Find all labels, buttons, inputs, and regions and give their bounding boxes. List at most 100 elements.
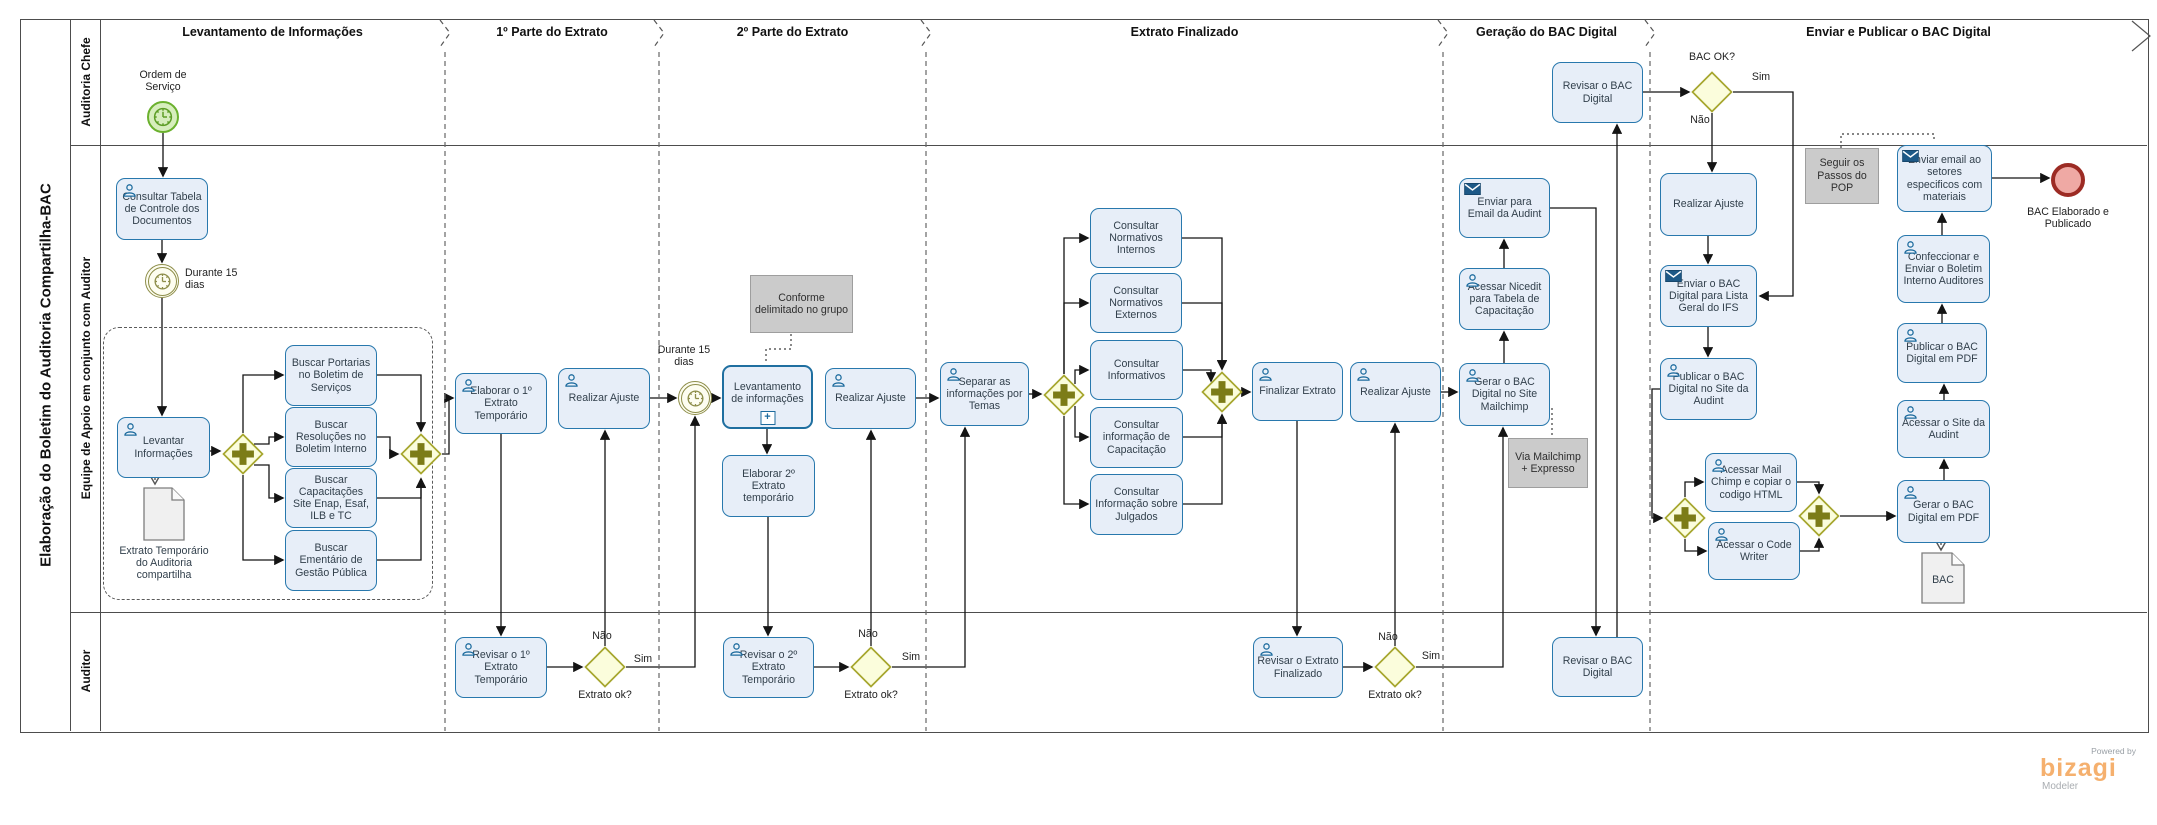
buscar-capacitacoes[interactable]: Buscar Capacitações Site Enap, Esaf, ILB… <box>285 468 377 528</box>
timer-durante-15-dias-2[interactable] <box>678 381 712 415</box>
phase-chevron-icon <box>439 19 451 48</box>
phase-header-enviar-publicar: Enviar e Publicar o BAC Digital <box>1806 25 1991 39</box>
enviar-para-email-audint[interactable]: Enviar para Email da Audint <box>1459 178 1550 238</box>
gateway-parallel-1[interactable] <box>222 433 264 475</box>
user-icon <box>1904 406 1917 419</box>
user-icon <box>1904 241 1917 254</box>
user-icon <box>1260 643 1273 656</box>
acessar-code-writer[interactable]: Acessar o Code Writer <box>1708 522 1800 580</box>
task-label: Acessar Nicedit para Tabela de Capacitaç… <box>1467 280 1542 318</box>
realizar-ajuste-2[interactable]: Realizar Ajuste <box>825 368 916 429</box>
separar-informacoes-temas[interactable]: Separar as informações por Temas <box>940 362 1029 426</box>
gateway-extrato-ok-3[interactable] <box>1374 646 1416 688</box>
bizagi-logo: bizagi <box>2040 754 2117 782</box>
task-label: Separar as informações por Temas <box>946 375 1023 413</box>
task-label: Enviar o BAC Digital para Lista Geral do… <box>1669 277 1748 315</box>
buscar-portarias[interactable]: Buscar Portarias no Boletim de Serviços <box>285 345 377 406</box>
user-icon <box>1715 528 1728 541</box>
confeccionar-enviar-boletim[interactable]: Confeccionar e Enviar o Boletim Interno … <box>1897 235 1990 303</box>
label-ordem-de-servico: Ordem de Serviço <box>139 69 187 94</box>
elaborar-2-extrato-temporario[interactable]: Elaborar 2º Extrato temporário <box>722 455 815 517</box>
levantar-informacoes[interactable]: Levantar Informações <box>117 417 210 478</box>
association-flow <box>1840 133 1935 148</box>
buscar-ementario[interactable]: Buscar Ementário de Gestão Pública <box>285 530 377 591</box>
end-bac-publicado[interactable] <box>2051 163 2085 197</box>
user-icon <box>947 368 960 381</box>
sequence-flow <box>1800 537 1825 552</box>
finalizar-extrato[interactable]: Finalizar Extrato <box>1252 362 1343 421</box>
sequence-flow <box>1063 297 1090 374</box>
label-sim-1: Sim <box>633 653 653 665</box>
task-label: Consultar informação de Capacitação <box>1102 419 1171 456</box>
gateway-parallel-4[interactable] <box>1201 371 1243 413</box>
gateway-bac-ok[interactable] <box>1691 71 1733 113</box>
publicar-bac-site-audint[interactable]: Publicar o BAC Digital no Site da Audint <box>1660 358 1757 420</box>
powered-by-text: Powered by <box>2091 746 2136 756</box>
parallel-gateway-icon <box>1798 495 1840 537</box>
gerar-bac-site-mailchimp[interactable]: Gerar o BAC Digital no Site Mailchimp <box>1459 363 1550 426</box>
enviar-email-setores[interactable]: Enviar email ao setores especificos com … <box>1897 145 1992 212</box>
consultar-normativos-externos[interactable]: Consultar Normativos Externos <box>1090 273 1182 333</box>
sequence-flow <box>1183 413 1228 438</box>
phase-header-levantamento: Levantamento de Informações <box>182 25 363 39</box>
doc-extrato-temporario[interactable]: Extrato Temporário do Auditoria comparti… <box>118 487 210 595</box>
acessar-mailchimp-copiar-html[interactable]: Acessar Mail Chimp e copiar o codigo HTM… <box>1705 453 1797 512</box>
enviar-bac-lista-geral-ifs[interactable]: Enviar o BAC Digital para Lista Geral do… <box>1660 265 1757 327</box>
revisar-bac-digital-auditor[interactable]: Revisar o BAC Digital <box>1552 637 1643 697</box>
consultar-normativos-internos[interactable]: Consultar Normativos Internos <box>1090 208 1182 268</box>
levantamento-informacoes-subprocesso[interactable]: Levantamento de informações+ <box>722 365 813 429</box>
sequence-flow <box>1183 369 1217 383</box>
lane-label-divider <box>100 19 102 731</box>
pool-title-divider <box>70 19 72 731</box>
annotation-seguir-pop[interactable]: Seguir os Passos do POP <box>1805 148 1879 204</box>
realizar-ajuste-4[interactable]: Realizar Ajuste <box>1660 173 1757 236</box>
sequence-flow <box>1733 91 1794 302</box>
annotation-via-mailchimp[interactable]: Via Mailchimp + Expresso <box>1508 438 1588 488</box>
realizar-ajuste-3[interactable]: Realizar Ajuste <box>1350 362 1441 422</box>
user-icon <box>1712 459 1725 472</box>
message-icon <box>1902 150 1919 162</box>
gateway-extrato-ok-1[interactable] <box>584 646 626 688</box>
user-icon <box>1466 369 1479 382</box>
lane-divider-1 <box>70 145 2147 147</box>
user-icon <box>1904 486 1917 499</box>
gateway-parallel-3[interactable] <box>1043 374 1085 416</box>
acessar-site-audint[interactable]: Acessar o Site da Audint <box>1897 400 1990 458</box>
sequence-flow <box>442 392 455 455</box>
consultar-informacao-julgados[interactable]: Consultar Informação sobre Julgados <box>1090 474 1183 535</box>
label-sim-4: Sim <box>1751 71 1771 83</box>
annotation-label: Via Mailchimp + Expresso <box>1515 450 1581 476</box>
publicar-bac-pdf[interactable]: Publicar o BAC Digital em PDF <box>1897 323 1987 383</box>
timer-start-icon <box>153 107 173 127</box>
sequence-flow <box>1074 406 1090 443</box>
revisar-1-extrato-temporario[interactable]: Revisar o 1º Extrato Temporário <box>455 637 547 698</box>
buscar-resolucoes[interactable]: Buscar Resoluções no Boletim Interno <box>285 407 377 467</box>
elaborar-1-extrato-temporario[interactable]: Elaborar o 1º Extrato Temporário <box>455 373 547 434</box>
doc-bac[interactable]: BAC <box>1921 552 1965 604</box>
annotation-conforme-grupo[interactable]: Conforme delimitado no grupo <box>750 275 853 333</box>
task-label: Publicar o BAC Digital em PDF <box>1906 340 1978 365</box>
gateway-extrato-ok-2[interactable] <box>850 646 892 688</box>
realizar-ajuste-1[interactable]: Realizar Ajuste <box>558 368 650 429</box>
start-ordem-servico[interactable] <box>147 101 179 133</box>
label-sim-2: Sim <box>901 651 921 663</box>
annotation-label: Seguir os Passos do POP <box>1817 157 1867 195</box>
timer-durante-15-dias-1[interactable] <box>145 264 179 298</box>
task-label: Levantar Informações <box>134 435 193 460</box>
gateway-parallel-2[interactable] <box>400 433 442 475</box>
task-label: Acessar Mail Chimp e copiar o codigo HTM… <box>1710 464 1792 501</box>
gateway-parallel-5[interactable] <box>1664 497 1706 539</box>
consultar-informacao-capacitacao[interactable]: Consultar informação de Capacitação <box>1090 407 1183 468</box>
group-levantamento[interactable] <box>103 327 433 600</box>
sequence-flow <box>1797 481 1825 495</box>
revisar-2-extrato-temporario[interactable]: Revisar o 2º Extrato Temporário <box>723 637 814 698</box>
revisar-bac-digital-chefe[interactable]: Revisar o BAC Digital <box>1552 62 1643 123</box>
gateway-parallel-6[interactable] <box>1798 495 1840 537</box>
task-label: Elaborar 2º Extrato temporário <box>742 467 795 505</box>
gerar-bac-pdf[interactable]: Gerar o BAC Digital em PDF <box>1897 480 1990 543</box>
consultar-tabela-controle[interactable]: Consultar Tabela de Controle dos Documen… <box>116 178 208 240</box>
revisar-extrato-finalizado[interactable]: Revisar o Extrato Finalizado <box>1253 637 1343 698</box>
acessar-nicedit[interactable]: Acessar Nicedit para Tabela de Capacitaç… <box>1459 268 1550 330</box>
task-label: Consultar Tabela de Controle dos Documen… <box>122 190 202 228</box>
consultar-informativos[interactable]: Consultar Informativos <box>1090 340 1183 400</box>
